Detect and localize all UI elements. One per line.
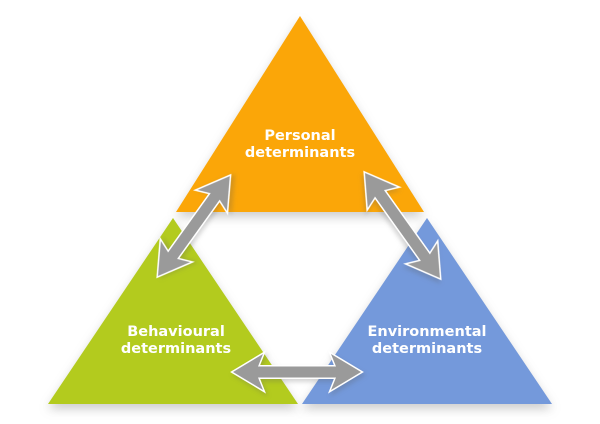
personal-determinants-triangle (176, 16, 424, 212)
personal-label-line2: determinants (245, 145, 355, 161)
behavioural-determinants-triangle (48, 218, 298, 404)
environmental-label-line2: determinants (372, 341, 482, 357)
arrow-behavioural-environmental-icon (230, 350, 364, 394)
behavioural-label: Behavioural determinants (121, 324, 231, 357)
arrow-personal-behavioural-icon (156, 173, 232, 279)
behavioural-label-line2: determinants (121, 341, 231, 357)
environmental-determinants-triangle (302, 218, 552, 404)
behavioural-label-line1: Behavioural (127, 324, 225, 340)
environmental-label: Environmental determinants (367, 324, 486, 357)
environmental-label-line1: Environmental (367, 324, 486, 340)
arrow-personal-environmental-icon (363, 170, 442, 281)
personal-label-line1: Personal (264, 128, 335, 144)
personal-label: Personal determinants (245, 128, 355, 161)
